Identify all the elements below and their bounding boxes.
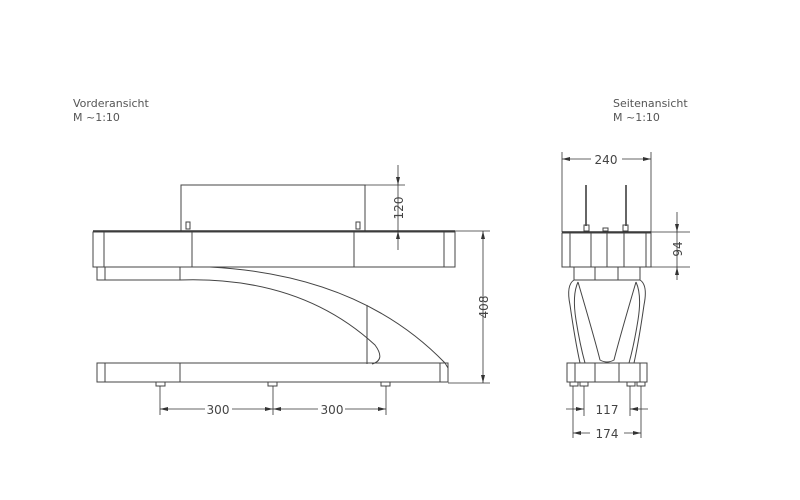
dim-side-outer-foot-spacing: 174: [596, 427, 619, 441]
dimension-side-feet: 117 174: [566, 386, 648, 441]
dimension-408: 408: [448, 230, 491, 384]
front-view-title: Vorderansicht M ~1:10: [73, 97, 149, 125]
dim-side-inner-foot-spacing: 117: [596, 403, 619, 417]
dim-front-total-height: 408: [477, 296, 491, 319]
side-view-label: Seitenansicht: [613, 97, 688, 110]
front-view-scale: M ~1:10: [73, 111, 120, 124]
dim-foot-spacing-2: 300: [321, 403, 344, 417]
dimension-94: 94: [651, 212, 690, 280]
side-view-scale: M ~1:10: [613, 111, 660, 124]
dim-side-width: 240: [595, 153, 618, 167]
dimension-240: 240: [561, 152, 652, 232]
front-view-drawing: [92, 184, 456, 387]
side-view-title: Seitenansicht M ~1:10: [613, 97, 688, 125]
dimension-foot-spacing: 300 300: [159, 386, 387, 417]
dimension-120: 120: [365, 165, 406, 250]
dim-side-top-height: 94: [671, 241, 685, 256]
dim-foot-spacing-1: 300: [207, 403, 230, 417]
dim-front-top-height: 120: [392, 197, 406, 220]
front-view-label: Vorderansicht: [73, 97, 149, 110]
side-view-drawing: [561, 185, 652, 387]
